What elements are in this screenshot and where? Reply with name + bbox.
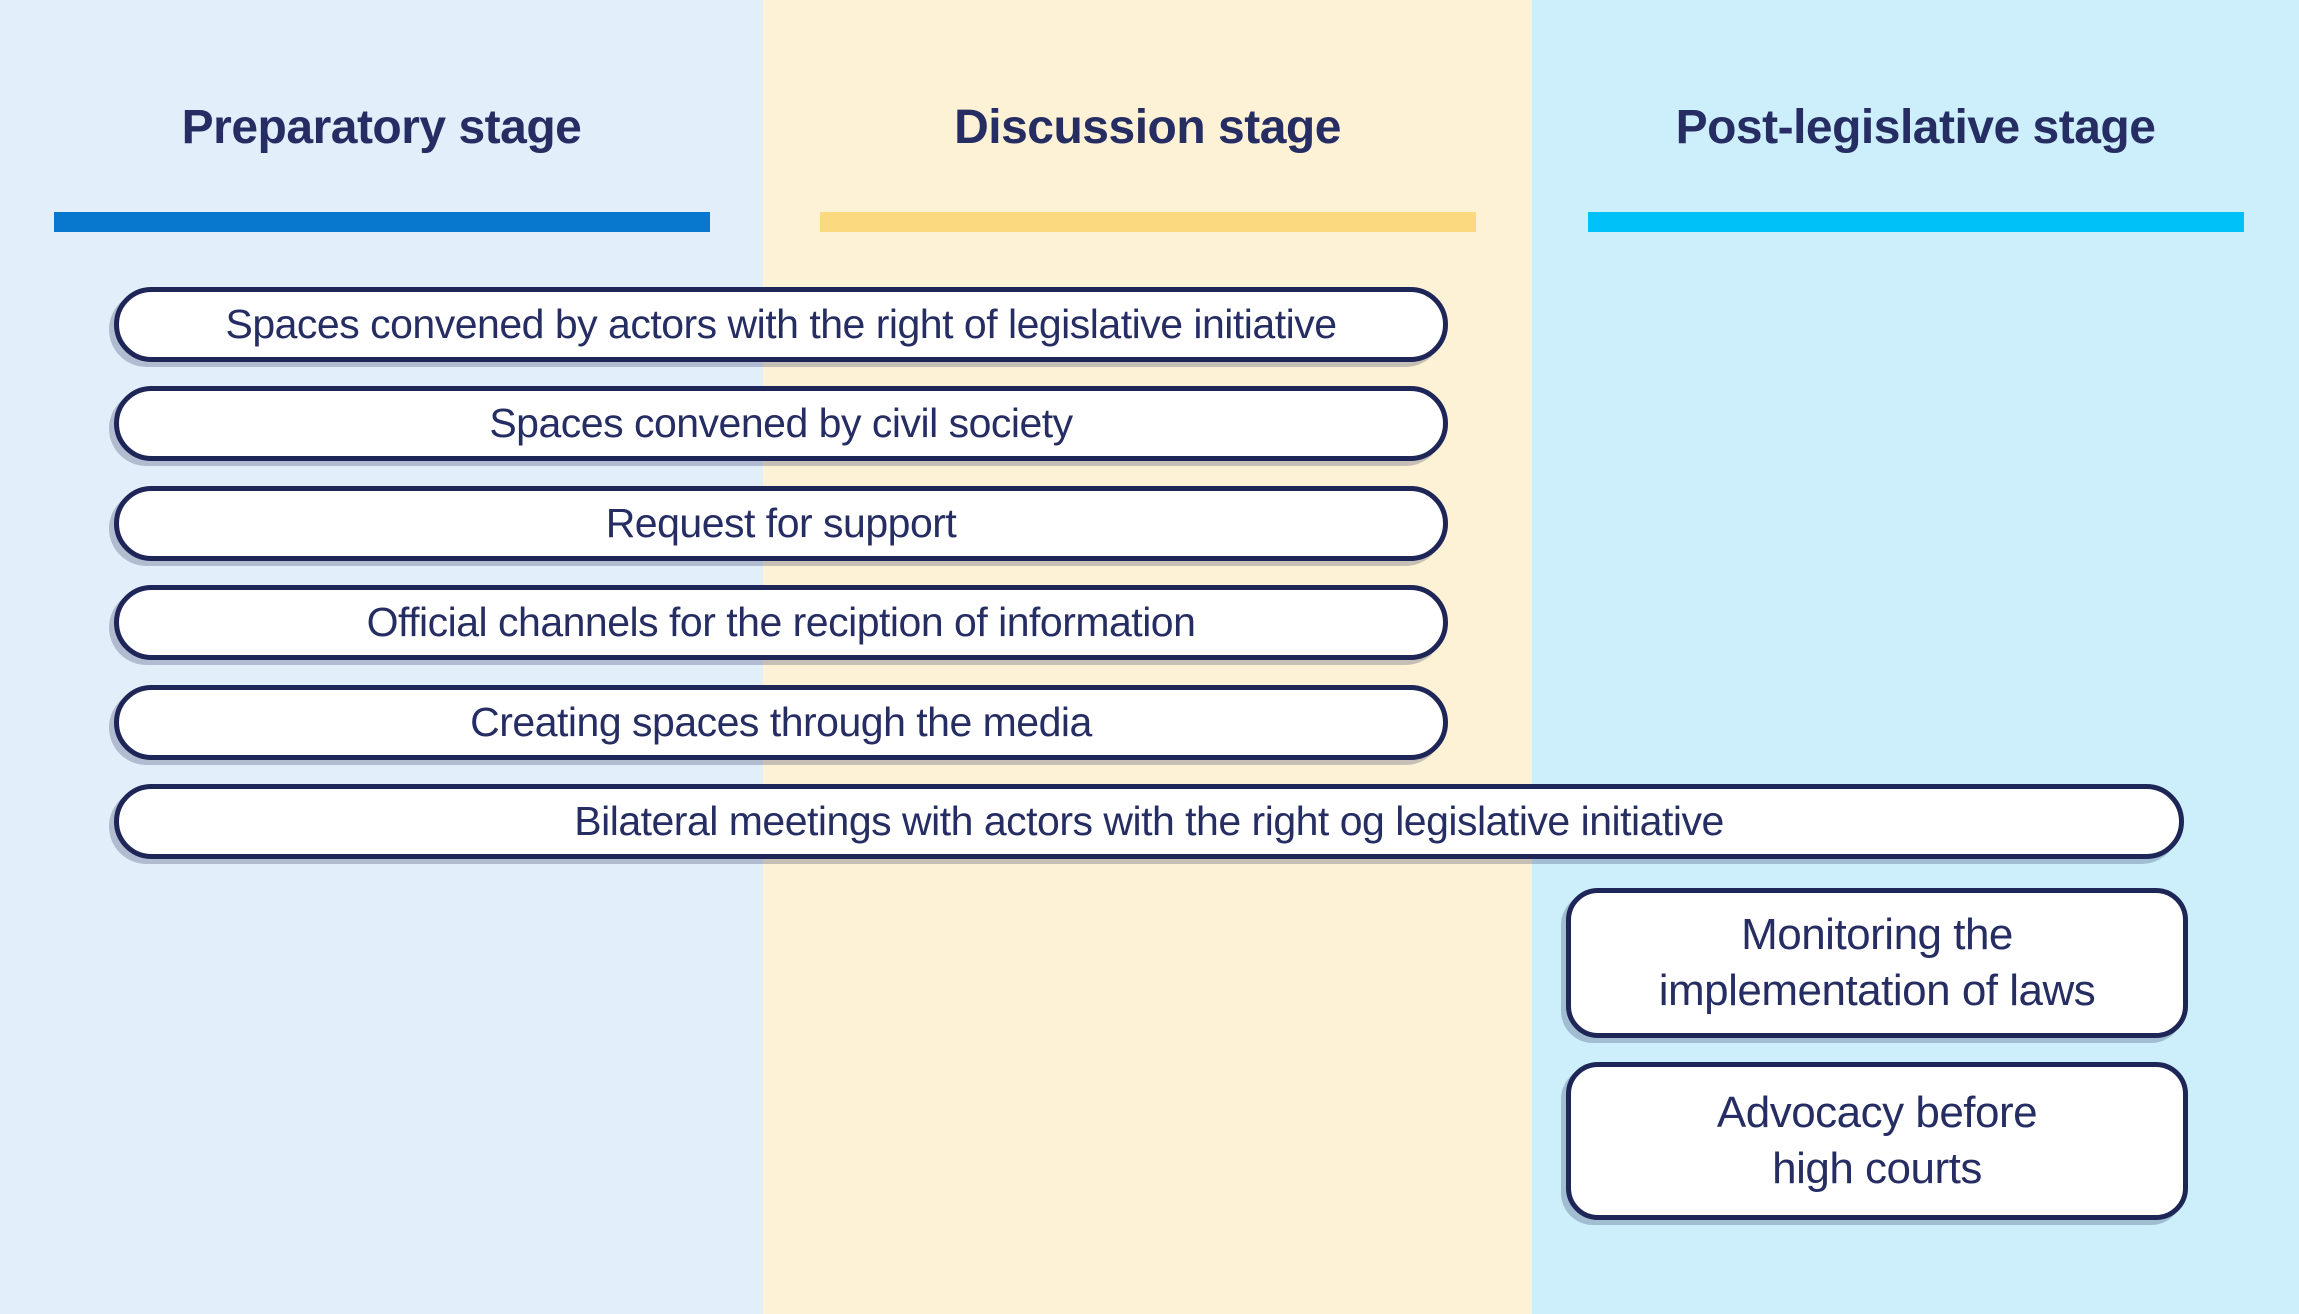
pill-label: Bilateral meetings with actors with the … [574,798,1724,844]
pill-label: Creating spaces through the media [470,699,1092,745]
post-legislative-stage-title: Post-legislative stage [1675,101,2156,154]
preparatory-stage-title: Preparatory stage [181,101,582,154]
pill-official-channels: Official channels for the reciption of i… [114,585,1448,660]
pill-label: Request for support [605,500,957,546]
pill-label: Spaces convened by civil society [489,400,1073,446]
discussion-stage-title: Discussion stage [954,101,1341,154]
box-label-line: high courts [1772,1144,1982,1193]
preparatory-stage-underline-bar [54,212,710,232]
pill-spaces-convened-by-civil-society: Spaces convened by civil society [114,386,1448,461]
pill-bilateral-meetings: Bilateral meetings with actors with the … [114,784,2184,859]
pill-request-for-support: Request for support [114,486,1448,561]
post-legislative-stage-underline-bar [1588,212,2244,232]
pill-label: Spaces convened by actors with the right… [225,301,1337,347]
pill-spaces-convened-by-actors: Spaces convened by actors with the right… [114,287,1448,362]
discussion-stage-underline-bar [820,212,1476,232]
box-label-line: implementation of laws [1658,966,2096,1015]
box-advocacy-high-courts: Advocacy before high courts [1566,1062,2188,1220]
pill-label: Official channels for the reciption of i… [366,599,1196,645]
box-label-line: Advocacy before [1716,1088,2038,1137]
box-monitoring-implementation: Monitoring the implementation of laws [1566,888,2188,1038]
box-label-line: Monitoring the [1741,910,2013,959]
pill-creating-spaces-media: Creating spaces through the media [114,685,1448,760]
